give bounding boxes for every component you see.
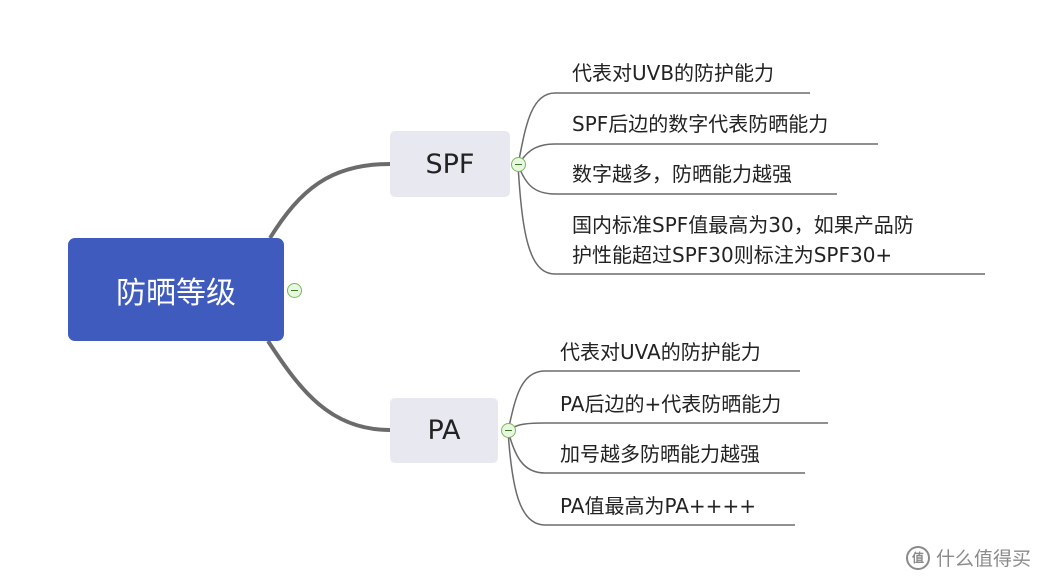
root-topic-label: 防晒等级 [116, 275, 236, 311]
leaf-spf-4-line1[interactable]: 国内标准SPF值最高为30，如果产品防 [572, 213, 914, 237]
connector-spf-4 [517, 164, 985, 275]
branch-topic-spf[interactable]: SPF [390, 131, 510, 197]
leaf-spf-1[interactable]: 代表对UVB的防护能力 [572, 61, 775, 85]
zhi-logo-icon: 值 [905, 545, 930, 570]
watermark-text: 什么值得买 [935, 548, 1031, 570]
connector-pa-4 [507, 430, 795, 526]
leaf-pa-1[interactable]: 代表对UVA的防护能力 [560, 340, 761, 364]
connector-root-spf [268, 162, 391, 240]
root-topic[interactable]: 防晒等级 [68, 238, 284, 341]
connector-pa-2 [507, 422, 828, 432]
leaf-spf-4-line2[interactable]: 护性能超过SPF30则标注为SPF30+ [572, 243, 893, 267]
connector-pa-1 [507, 370, 800, 432]
leaf-pa-3[interactable]: 加号越多防晒能力越强 [560, 442, 760, 466]
collapse-spf-icon[interactable] [511, 157, 526, 172]
leaf-spf-3[interactable]: 数字越多，防晒能力越强 [572, 162, 792, 186]
branch-label-spf: SPF [425, 148, 475, 180]
watermark: 值 什么值得买 [905, 544, 1031, 571]
collapse-pa-icon[interactable] [501, 423, 516, 438]
branch-topic-pa[interactable]: PA [390, 398, 498, 463]
collapse-root-icon[interactable] [287, 283, 302, 298]
connector-pa-3 [507, 430, 805, 474]
leaf-pa-2[interactable]: PA后边的+代表防晒能力 [560, 392, 782, 416]
connector-spf-1 [517, 92, 810, 166]
leaf-spf-2[interactable]: SPF后边的数字代表防晒能力 [572, 112, 829, 136]
leaf-pa-4[interactable]: PA值最高为PA++++ [560, 494, 756, 518]
connector-root-pa [266, 339, 391, 432]
branch-label-pa: PA [427, 415, 461, 446]
